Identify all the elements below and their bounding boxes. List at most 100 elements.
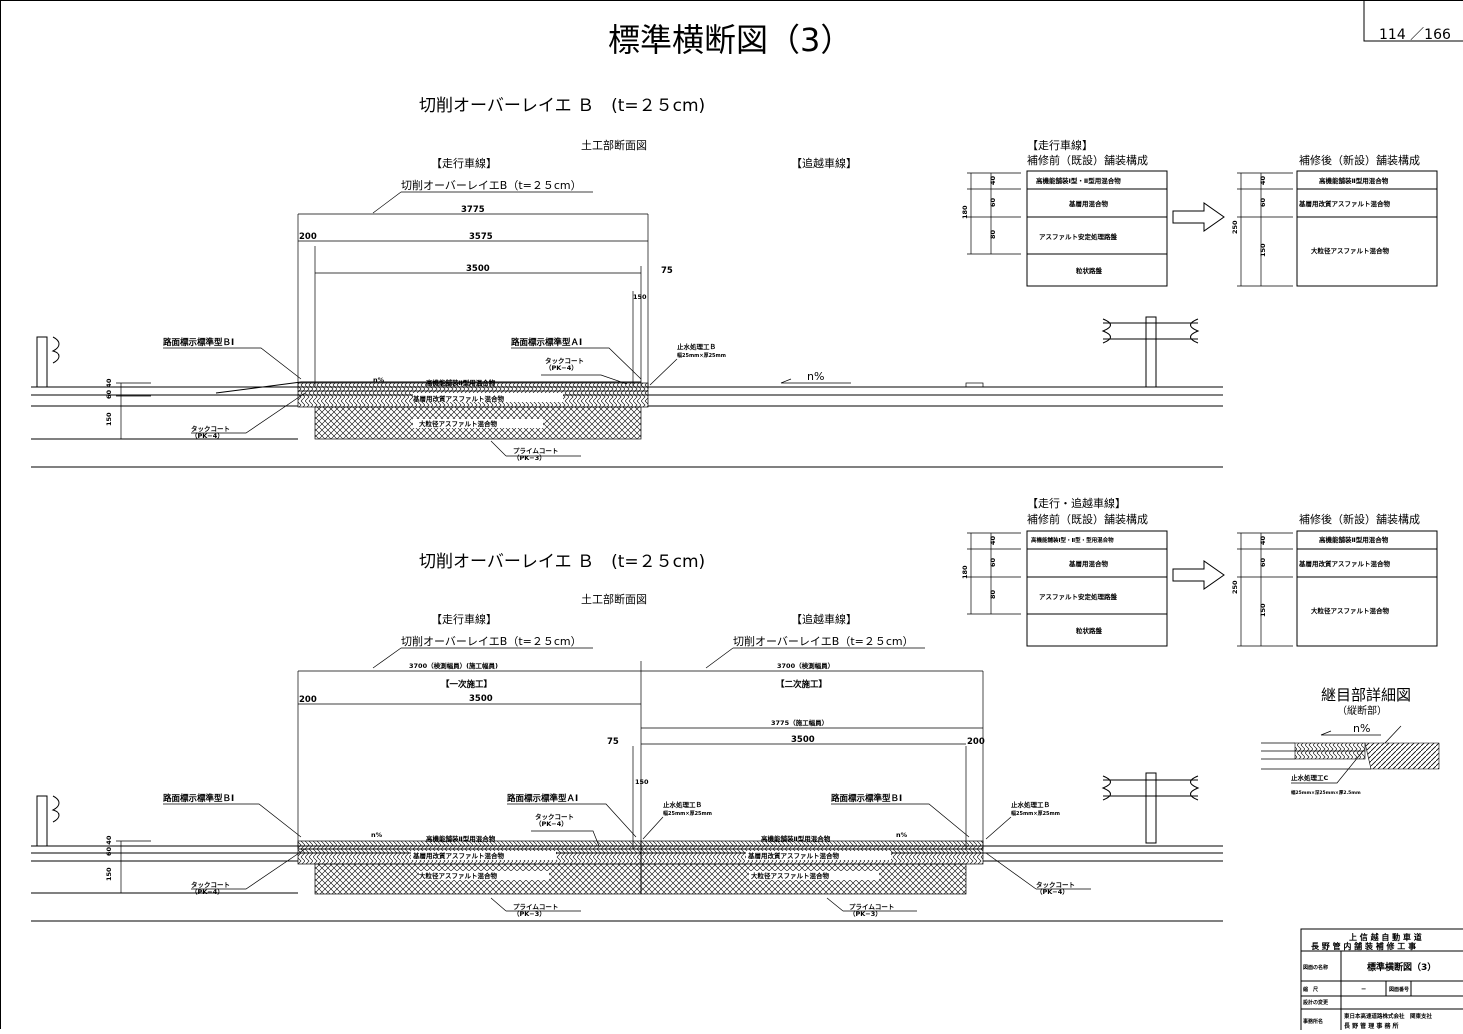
svg-text:60: 60 [1259,197,1267,207]
svg-text:60: 60 [989,557,997,567]
svg-text:図面の名称: 図面の名称 [1303,964,1328,971]
dim-3575: 3575 [469,232,493,242]
tack-2-left: タックコート（PK−4） [191,880,230,896]
section-2-lane-left: 【走行車線】 [431,612,497,626]
dim-3775: 3775 [461,205,485,215]
layer3-label: 大粒径アスファルト混合物 [419,419,498,428]
joint-title: 継目部詳細図 [1321,686,1411,704]
svg-text:設計の変更: 設計の変更 [1303,999,1329,1006]
dim-3700-right: 3700（検測幅員） [777,661,834,670]
svg-text:基層用改質アスファルト混合物: 基層用改質アスファルト混合物 [1298,199,1391,208]
layer3-right: 大粒径アスファルト混合物 [751,871,830,880]
svg-text:40: 40 [989,535,997,545]
section-2-overlay-left: 切削オーバーレイエB（t=２５cm） [401,634,582,648]
section-2-label: 土工部断面図 [581,592,647,606]
dim-200: 200 [299,232,317,242]
dim-3500-right: 3500 [791,735,815,745]
svg-text:アスファルト安定処理路盤: アスファルト安定処理路盤 [1039,592,1118,601]
section-2: 切削オーバーレイエ Ｂ (t=２５cm) 土工部断面図 【走行車線】 【追越車線… [31,552,1223,922]
svg-text:止水処理工C: 止水処理工C [1291,773,1329,782]
svg-text:高機能舗装Ⅱ型用混合物: 高機能舗装Ⅱ型用混合物 [1319,535,1389,544]
tack-2-mid: タックコート（PK−4） [535,812,574,828]
post-left [36,336,48,388]
dim-75: 75 [661,266,673,276]
layer2-right: 基層用改質アスファルト混合物 [747,851,840,860]
slope-right: n% [807,370,824,383]
post-left-2 [36,795,48,847]
phase-2: 【二次施工】 [776,679,827,690]
marker-left: 路面標示標準型ＢⅠ [163,337,234,348]
svg-text:高機能舗装Ⅰ型・Ⅱ型・型用混合物: 高機能舗装Ⅰ型・Ⅱ型・型用混合物 [1031,536,1114,544]
slope-left: n% [373,376,385,384]
comp2-after-title: 補修後（新設）舗装構成 [1299,512,1420,526]
comp2-lane: 【走行・追越車線】 [1027,496,1126,510]
svg-text:大粒径アスファルト混合物: 大粒径アスファルト混合物 [1311,246,1390,255]
thick-150: 150 [105,412,113,426]
svg-text:基層用改質アスファルト混合物: 基層用改質アスファルト混合物 [1298,559,1391,568]
page-title: 標準横断図（3） [608,21,852,59]
svg-text:基層用混合物: 基層用混合物 [1068,199,1109,208]
composition-2: 【走行・追越車線】 補修前（既設）舗装構成 補修後（新設）舗装構成 高機能舗装Ⅰ… [961,496,1438,647]
water-2-mid: 止水処理工Ｂ [663,800,702,809]
svg-text:80: 80 [989,589,997,599]
water-2-mid-sub: 幅25mm×厚25mm [663,810,712,817]
svg-text:180: 180 [961,565,969,579]
page-number: 114 ／166 [1379,27,1451,43]
layer2-label: 基層用改質アスファルト混合物 [412,394,505,403]
thick-4060: 60 40 [105,378,113,399]
section-2-overlay-right: 切削オーバーレイエB（t=２５cm） [733,634,914,648]
section-2-lane-right: 【追越車線】 [791,612,857,626]
svg-text:東日本高速道路株式会社 関東支社: 東日本高速道路株式会社 関東支社 [1344,1012,1433,1020]
svg-text:アスファルト安定処理路盤: アスファルト安定処理路盤 [1039,232,1118,241]
comp1-before-title: 補修前（既設）舗装構成 [1027,153,1148,167]
water-proof-sub: 幅25mm×厚25mm [677,352,726,359]
guardrail-post [1145,316,1157,388]
tack-2-right: タックコート（PK−4） [1036,880,1075,896]
prime-coat: プライムコート（PK−3） [513,446,558,462]
dim-200-right: 200 [967,737,985,747]
page-number-box: 114 ／166 [1363,1,1463,43]
dim-3700-left: 3700（検測幅員）(施工幅員) [409,661,498,670]
water-2-right-sub: 幅25mm×厚25mm [1011,810,1060,817]
section-1-overlay-label: 切削オーバーレイエB（t=２５cm） [401,178,582,192]
svg-text:図面番号: 図面番号 [1389,986,1409,993]
comp1-lane: 【走行車線】 [1027,138,1093,152]
tack-left: タックコート（PK−4） [191,424,230,440]
dim-150: 150 [633,293,647,301]
slope-2a: n% [371,831,383,839]
svg-text:標準横断図（3）: 標準横断図（3） [1367,961,1436,973]
svg-text:粒状路盤: 粒状路盤 [1076,626,1103,635]
svg-text:上 信 越 自 動 車 道: 上 信 越 自 動 車 道 [1349,932,1422,942]
dim-200-left: 200 [299,695,317,705]
svg-text:60: 60 [1259,557,1267,567]
svg-text:40: 40 [989,175,997,185]
water-proof: 止水処理工Ｂ [677,342,716,351]
joint-sub: （縦断部） [1337,704,1387,717]
svg-text:粒状路盤: 粒状路盤 [1076,266,1103,275]
marker-2-mid: 路面標示標準型ＡⅠ [507,793,578,804]
dim-3500-left: 3500 [469,694,493,704]
marker-2-right: 路面標示標準型ＢⅠ [831,793,902,804]
dim-3775: 3775（施工幅員） [771,718,828,727]
svg-text:250: 250 [1231,580,1239,594]
svg-text:250: 250 [1231,220,1239,234]
section-1-lane-left: 【走行車線】 [431,156,497,170]
arrow-1 [1172,202,1225,232]
svg-text:150: 150 [1259,243,1267,257]
svg-text:縮 尺: 縮 尺 [1303,986,1318,993]
svg-text:40: 40 [1259,175,1267,185]
guardrail-post-2 [1145,772,1157,844]
water-2-right: 止水処理工Ｂ [1011,800,1050,809]
section-1-label: 土工部断面図 [581,138,647,152]
thick2-150: 150 [105,867,113,881]
title-block: 上 信 越 自 動 車 道 長 野 管 内 舗 装 補 修 工 事 図面の名称 … [1300,928,1463,1034]
svg-text:大粒径アスファルト混合物: 大粒径アスファルト混合物 [1311,606,1390,615]
marker-right: 路面標示標準型ＡⅠ [511,337,582,348]
layer2-left: 基層用改質アスファルト混合物 [412,851,505,860]
svg-text:事務所名: 事務所名 [1303,1018,1323,1025]
svg-text:基層用混合物: 基層用混合物 [1068,559,1109,568]
phase-1: 【一次施工】 [441,679,492,690]
svg-text:40: 40 [1259,535,1267,545]
